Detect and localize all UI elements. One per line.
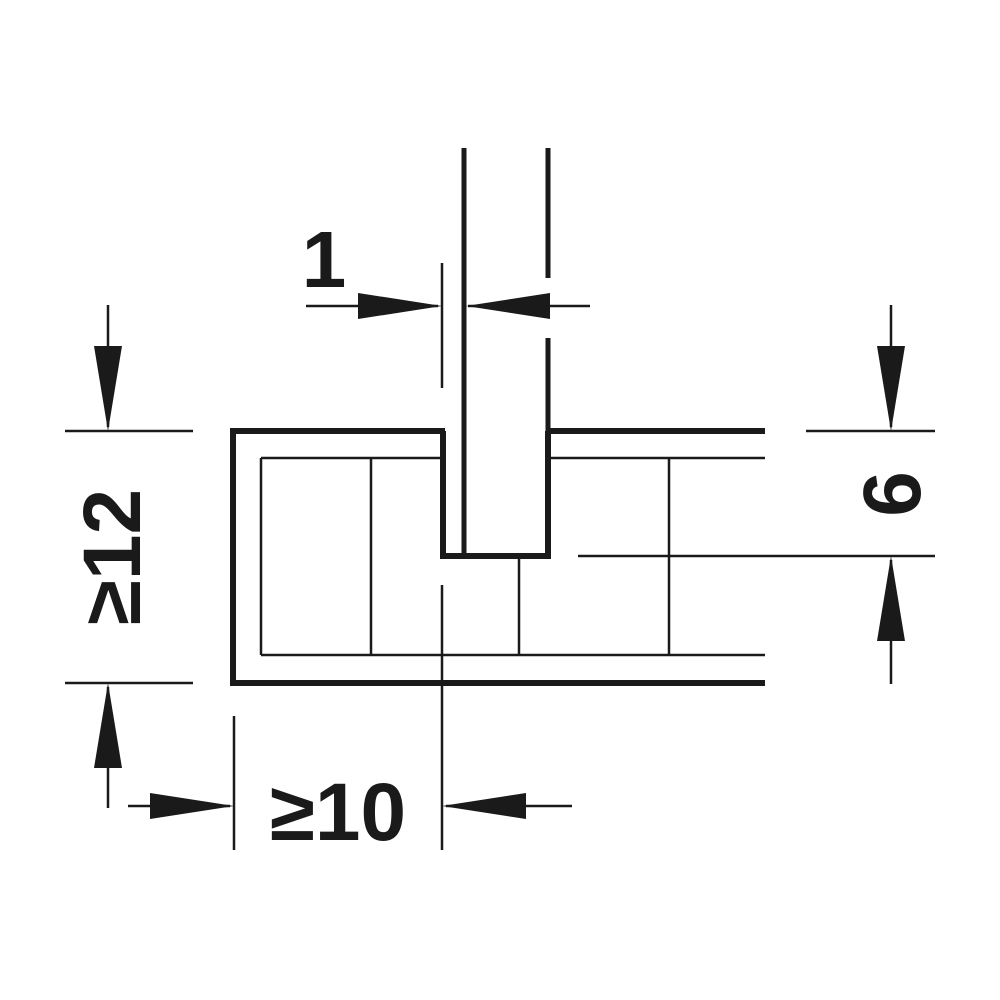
arrowhead-up-icon (877, 556, 905, 641)
inserted-profile (461, 148, 551, 553)
dimension-label-groove-depth: 6 (847, 471, 938, 517)
arrowhead-left-icon (442, 793, 526, 819)
arrowhead-left-icon (466, 293, 550, 319)
arrowhead-down-icon (94, 346, 122, 431)
dimension-label-min-edge-distance: ≥10 (270, 767, 406, 858)
arrowhead-right-icon (150, 793, 234, 819)
dimension-label-min-height: ≥12 (67, 489, 158, 625)
dimension-label-slot-width: 1 (302, 215, 347, 304)
extension-lines (65, 263, 935, 850)
arrowhead-right-icon (358, 293, 442, 319)
arrowhead-up-icon (94, 683, 122, 768)
arrowhead-down-icon (877, 346, 905, 431)
panel-outline (230, 428, 765, 686)
